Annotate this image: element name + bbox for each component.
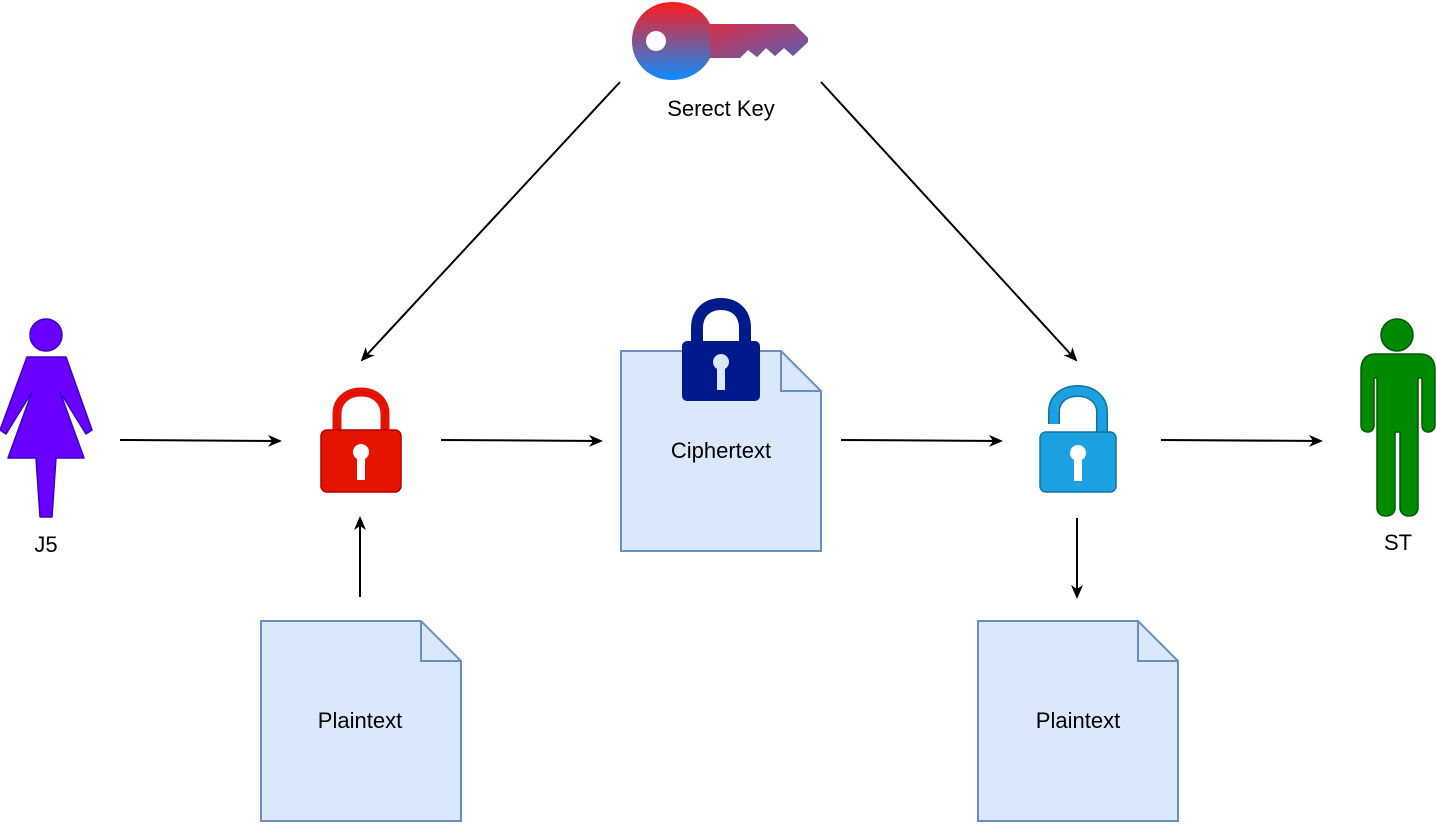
encrypt-lock xyxy=(320,387,402,493)
decrypt-lock xyxy=(1039,384,1117,493)
arrows xyxy=(119,81,1323,599)
document-icon xyxy=(977,620,1179,822)
ciphertext-label: Ciphertext xyxy=(671,438,771,463)
arrow-sender-to-encrypt xyxy=(119,434,282,447)
key-icon xyxy=(632,2,808,80)
man-icon xyxy=(1360,318,1436,517)
receiver-label: ST xyxy=(1384,530,1412,555)
plaintext-output-document: Plaintext xyxy=(977,620,1179,822)
secret-key-label: Serect Key xyxy=(667,96,775,121)
arrow-key-to-decrypt xyxy=(820,81,1078,362)
arrow-ciphertext-to-decrypt xyxy=(840,434,1003,447)
plaintext-input-label: Plaintext xyxy=(318,708,402,733)
ciphertext-document: Ciphertext xyxy=(620,297,822,552)
arrow-key-to-encrypt xyxy=(360,81,621,362)
document-icon xyxy=(260,620,462,822)
sender: J5 xyxy=(0,318,93,557)
receiver: ST xyxy=(1360,318,1436,555)
sender-label: J5 xyxy=(34,532,57,557)
arrow-encrypt-to-ciphertext xyxy=(440,434,603,447)
unlocked-padlock-icon xyxy=(1039,384,1117,493)
plaintext-output-label: Plaintext xyxy=(1036,708,1120,733)
woman-icon xyxy=(0,318,93,518)
arrow-decrypt-to-receiver xyxy=(1160,434,1323,447)
locked-padlock-icon xyxy=(320,387,402,493)
locked-padlock-icon xyxy=(682,297,760,401)
secret-key: Serect Key xyxy=(632,2,808,121)
plaintext-input-document: Plaintext xyxy=(260,620,462,822)
